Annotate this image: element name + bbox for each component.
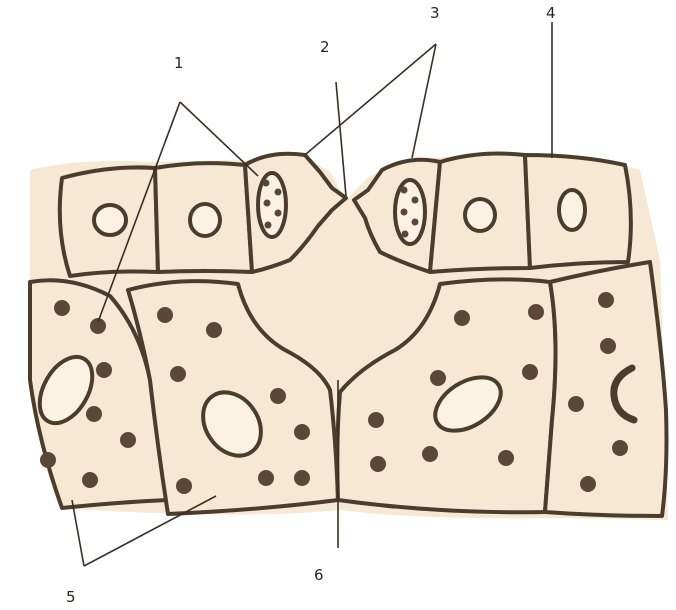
granule — [294, 424, 310, 440]
granule — [412, 197, 419, 204]
nucleus — [190, 204, 220, 236]
granule — [600, 338, 616, 354]
granule — [96, 362, 112, 378]
label-4: 4 — [546, 4, 556, 22]
granule — [412, 219, 419, 226]
granule — [120, 432, 136, 448]
granule — [368, 412, 384, 428]
label-1: 1 — [174, 54, 184, 72]
granule — [263, 180, 270, 187]
granule — [580, 476, 596, 492]
leader-2 — [336, 82, 346, 196]
granule — [275, 210, 282, 217]
granule — [430, 370, 446, 386]
nucleus — [94, 205, 126, 235]
label-6: 6 — [314, 566, 324, 584]
label-5: 5 — [66, 588, 76, 606]
granule — [157, 307, 173, 323]
granule — [265, 222, 272, 229]
granule — [86, 406, 102, 422]
granule — [54, 300, 70, 316]
granule — [40, 452, 56, 468]
granule — [522, 364, 538, 380]
granule — [170, 366, 186, 382]
nucleus — [559, 190, 585, 230]
granule — [370, 456, 386, 472]
granule — [401, 209, 408, 216]
granule — [294, 470, 310, 486]
label-2: 2 — [320, 38, 330, 56]
granule — [598, 292, 614, 308]
leader-5a — [72, 500, 84, 566]
granule — [568, 396, 584, 412]
granule — [402, 231, 409, 238]
label-3: 3 — [430, 4, 440, 22]
granule — [270, 388, 286, 404]
granule — [258, 470, 274, 486]
granule — [206, 322, 222, 338]
granule — [275, 189, 282, 196]
secretory-vacuole — [258, 173, 286, 237]
granule — [454, 310, 470, 326]
granule — [422, 446, 438, 462]
granule — [176, 478, 192, 494]
granule — [82, 472, 98, 488]
nucleus — [465, 199, 495, 231]
granule — [498, 450, 514, 466]
granule — [264, 200, 271, 207]
secretory-vacuole — [395, 180, 425, 244]
granule — [401, 187, 408, 194]
granule — [612, 440, 628, 456]
granule — [528, 304, 544, 320]
